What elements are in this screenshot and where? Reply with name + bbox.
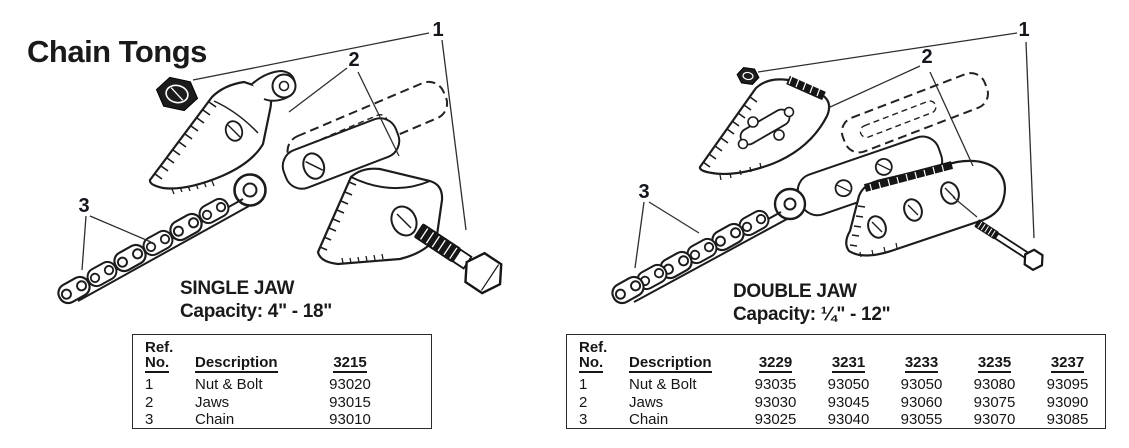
hex-nut-part <box>155 76 199 112</box>
double-jaw-title: DOUBLE JAW <box>733 281 857 302</box>
callout-leader-lines <box>81 32 467 271</box>
ref-no-header: Ref. No. <box>145 339 174 373</box>
ref-cell: 1 <box>579 376 588 393</box>
description-header: Description <box>195 354 278 373</box>
single-jaw-caption: SINGLE JAW Capacity: 4" - 18" <box>180 277 332 323</box>
model-column-header: 3237 <box>1050 354 1085 373</box>
description-header: Description <box>629 354 712 373</box>
description-cell: Jaws <box>629 393 664 411</box>
description-cell: Nut & Bolt <box>195 376 263 393</box>
part-number-cell: 93035 <box>754 376 797 393</box>
lower-double-jaw-part <box>845 159 1007 258</box>
part-number-cell: 93070 <box>973 411 1016 428</box>
part-number-cell: 93010 <box>329 411 371 428</box>
upper-double-jaw-part <box>698 75 831 181</box>
model-column-header: 3215 <box>333 354 367 373</box>
part-number-cell: 93030 <box>754 393 797 411</box>
upper-jaw-part <box>148 69 297 195</box>
chain-part <box>54 173 267 308</box>
part-number-cell: 93045 <box>827 393 870 411</box>
part-number-cell: 93055 <box>900 411 943 428</box>
part-number-cell: 93040 <box>827 411 870 428</box>
model-column-header: 3229 <box>758 354 793 373</box>
part-number-cell: 93050 <box>827 376 870 393</box>
single-jaw-capacity: Capacity: 4" - 18" <box>180 301 333 322</box>
ref-cell: 1 <box>145 376 154 393</box>
table-row: 2 Jaws 93015 <box>145 394 400 412</box>
double-jaw-parts-table: Ref. No. Description 3229 3231 3233 3235… <box>566 334 1106 429</box>
part-number-cell: 93060 <box>900 393 943 411</box>
part-number-cell: 93050 <box>900 376 943 393</box>
table-row: 3 Chain 93025 93040 93055 93070 93085 <box>579 411 1104 429</box>
callout-1-label: 1 <box>432 19 443 41</box>
table-row: 1 Nut & Bolt 93035 93050 93050 93080 930… <box>579 376 1104 394</box>
hex-bolt-part <box>952 196 1044 272</box>
handle-phantom-outline <box>840 72 989 154</box>
double-jaw-capacity: Capacity: ¼" - 12" <box>733 304 891 325</box>
model-column-header: 3235 <box>977 354 1012 373</box>
description-cell: Jaws <box>195 393 230 411</box>
part-number-cell: 93020 <box>329 376 371 393</box>
ref-cell: 3 <box>579 411 588 428</box>
callout-2-label: 2 <box>348 49 359 71</box>
part-number-cell: 93095 <box>1046 376 1089 393</box>
ref-cell: 2 <box>579 393 588 411</box>
hex-bolt-part <box>414 223 503 295</box>
part-number-cell: 93075 <box>973 393 1016 411</box>
part-number-cell: 93025 <box>754 411 797 428</box>
ref-no-header: Ref. No. <box>579 339 608 373</box>
description-cell: Chain <box>629 411 669 428</box>
hex-nut-part <box>736 66 760 86</box>
description-cell: Chain <box>195 411 235 428</box>
callout-leader-lines <box>634 32 1035 269</box>
table-row: 3 Chain 93010 <box>145 411 400 429</box>
jaw-head-part <box>281 117 401 190</box>
single-jaw-exploded-diagram: 1 2 3 <box>54 19 503 308</box>
part-number-cell: 93090 <box>1046 393 1089 411</box>
description-cell: Nut & Bolt <box>629 376 697 393</box>
part-number-cell: 93015 <box>329 393 371 411</box>
page-title: Chain Tongs <box>27 33 207 69</box>
callout-3-label: 3 <box>638 181 649 203</box>
ref-cell: 2 <box>145 393 154 411</box>
model-column-header: 3231 <box>831 354 866 373</box>
model-column-header: 3233 <box>904 354 939 373</box>
part-number-cell: 93085 <box>1046 411 1089 428</box>
table-row: 1 Nut & Bolt 93020 <box>145 376 400 394</box>
callout-1-label: 1 <box>1018 19 1029 41</box>
part-number-cell: 93080 <box>973 376 1016 393</box>
lower-jaw-part <box>316 167 444 266</box>
double-jaw-exploded-diagram: 1 2 3 <box>608 19 1044 308</box>
table-row: 2 Jaws 93030 93045 93060 93075 93090 <box>579 394 1104 412</box>
ref-cell: 3 <box>145 411 154 428</box>
single-jaw-parts-table: Ref. No. Description 3215 1 Nut & Bolt 9… <box>132 334 432 429</box>
callout-2-label: 2 <box>921 46 932 68</box>
chain-part <box>608 187 807 308</box>
single-jaw-title: SINGLE JAW <box>180 278 295 299</box>
double-jaw-caption: DOUBLE JAW Capacity: ¼" - 12" <box>733 280 891 326</box>
callout-3-label: 3 <box>78 195 89 217</box>
